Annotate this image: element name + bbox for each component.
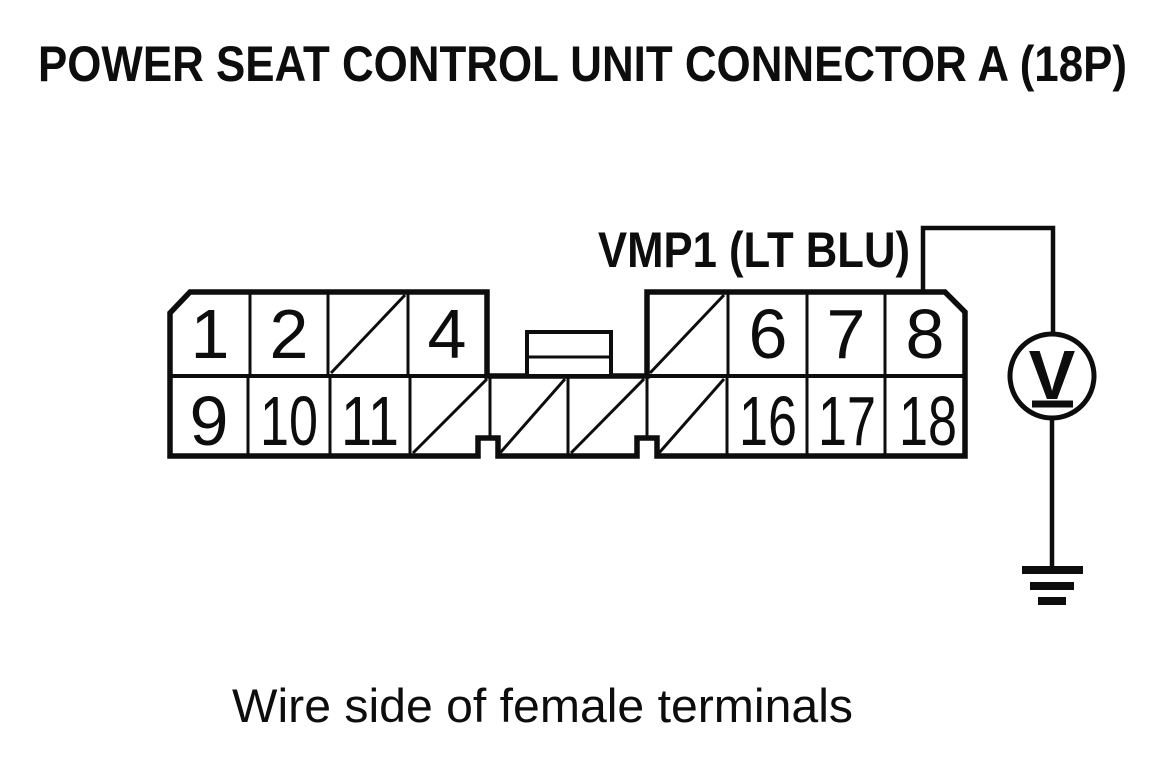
- ground-symbol: [1022, 566, 1083, 605]
- connector-grid-lines: [170, 292, 965, 456]
- pin-7-label: 7: [827, 295, 866, 373]
- page-title: POWER SEAT CONTROL UNIT CONNECTOR A (18P…: [38, 36, 1127, 92]
- unused-cavity-mark: [657, 378, 726, 454]
- pin-11-label: 11: [341, 382, 399, 460]
- unused-cavity-mark: [569, 377, 646, 455]
- pin-16-label: 16: [739, 382, 797, 460]
- wire-label: VMP1 (LT BLU): [598, 222, 910, 278]
- pin-9-label: 9: [190, 382, 229, 460]
- test-wire: [920, 225, 1056, 334]
- unused-cavity-mark: [498, 378, 567, 454]
- pin-2-label: 2: [270, 295, 309, 373]
- pin-6-label: 6: [749, 295, 788, 373]
- unused-cavity-mark: [648, 293, 726, 375]
- unused-cavity-mark: [329, 293, 407, 375]
- pin-17-label: 17: [818, 382, 876, 460]
- caption: Wire side of female terminals: [232, 679, 853, 732]
- voltmeter: V: [1007, 331, 1097, 421]
- pin-18-label: 18: [899, 382, 957, 460]
- pin-4-label: 4: [428, 295, 467, 373]
- pin-1-label: 1: [191, 295, 230, 373]
- pin-8-label: 8: [906, 295, 945, 373]
- unused-cavity-marks: [329, 293, 726, 455]
- connector-latch-tab: [525, 330, 613, 378]
- unused-cavity-mark: [411, 377, 489, 455]
- pin-10-label: 10: [260, 382, 318, 460]
